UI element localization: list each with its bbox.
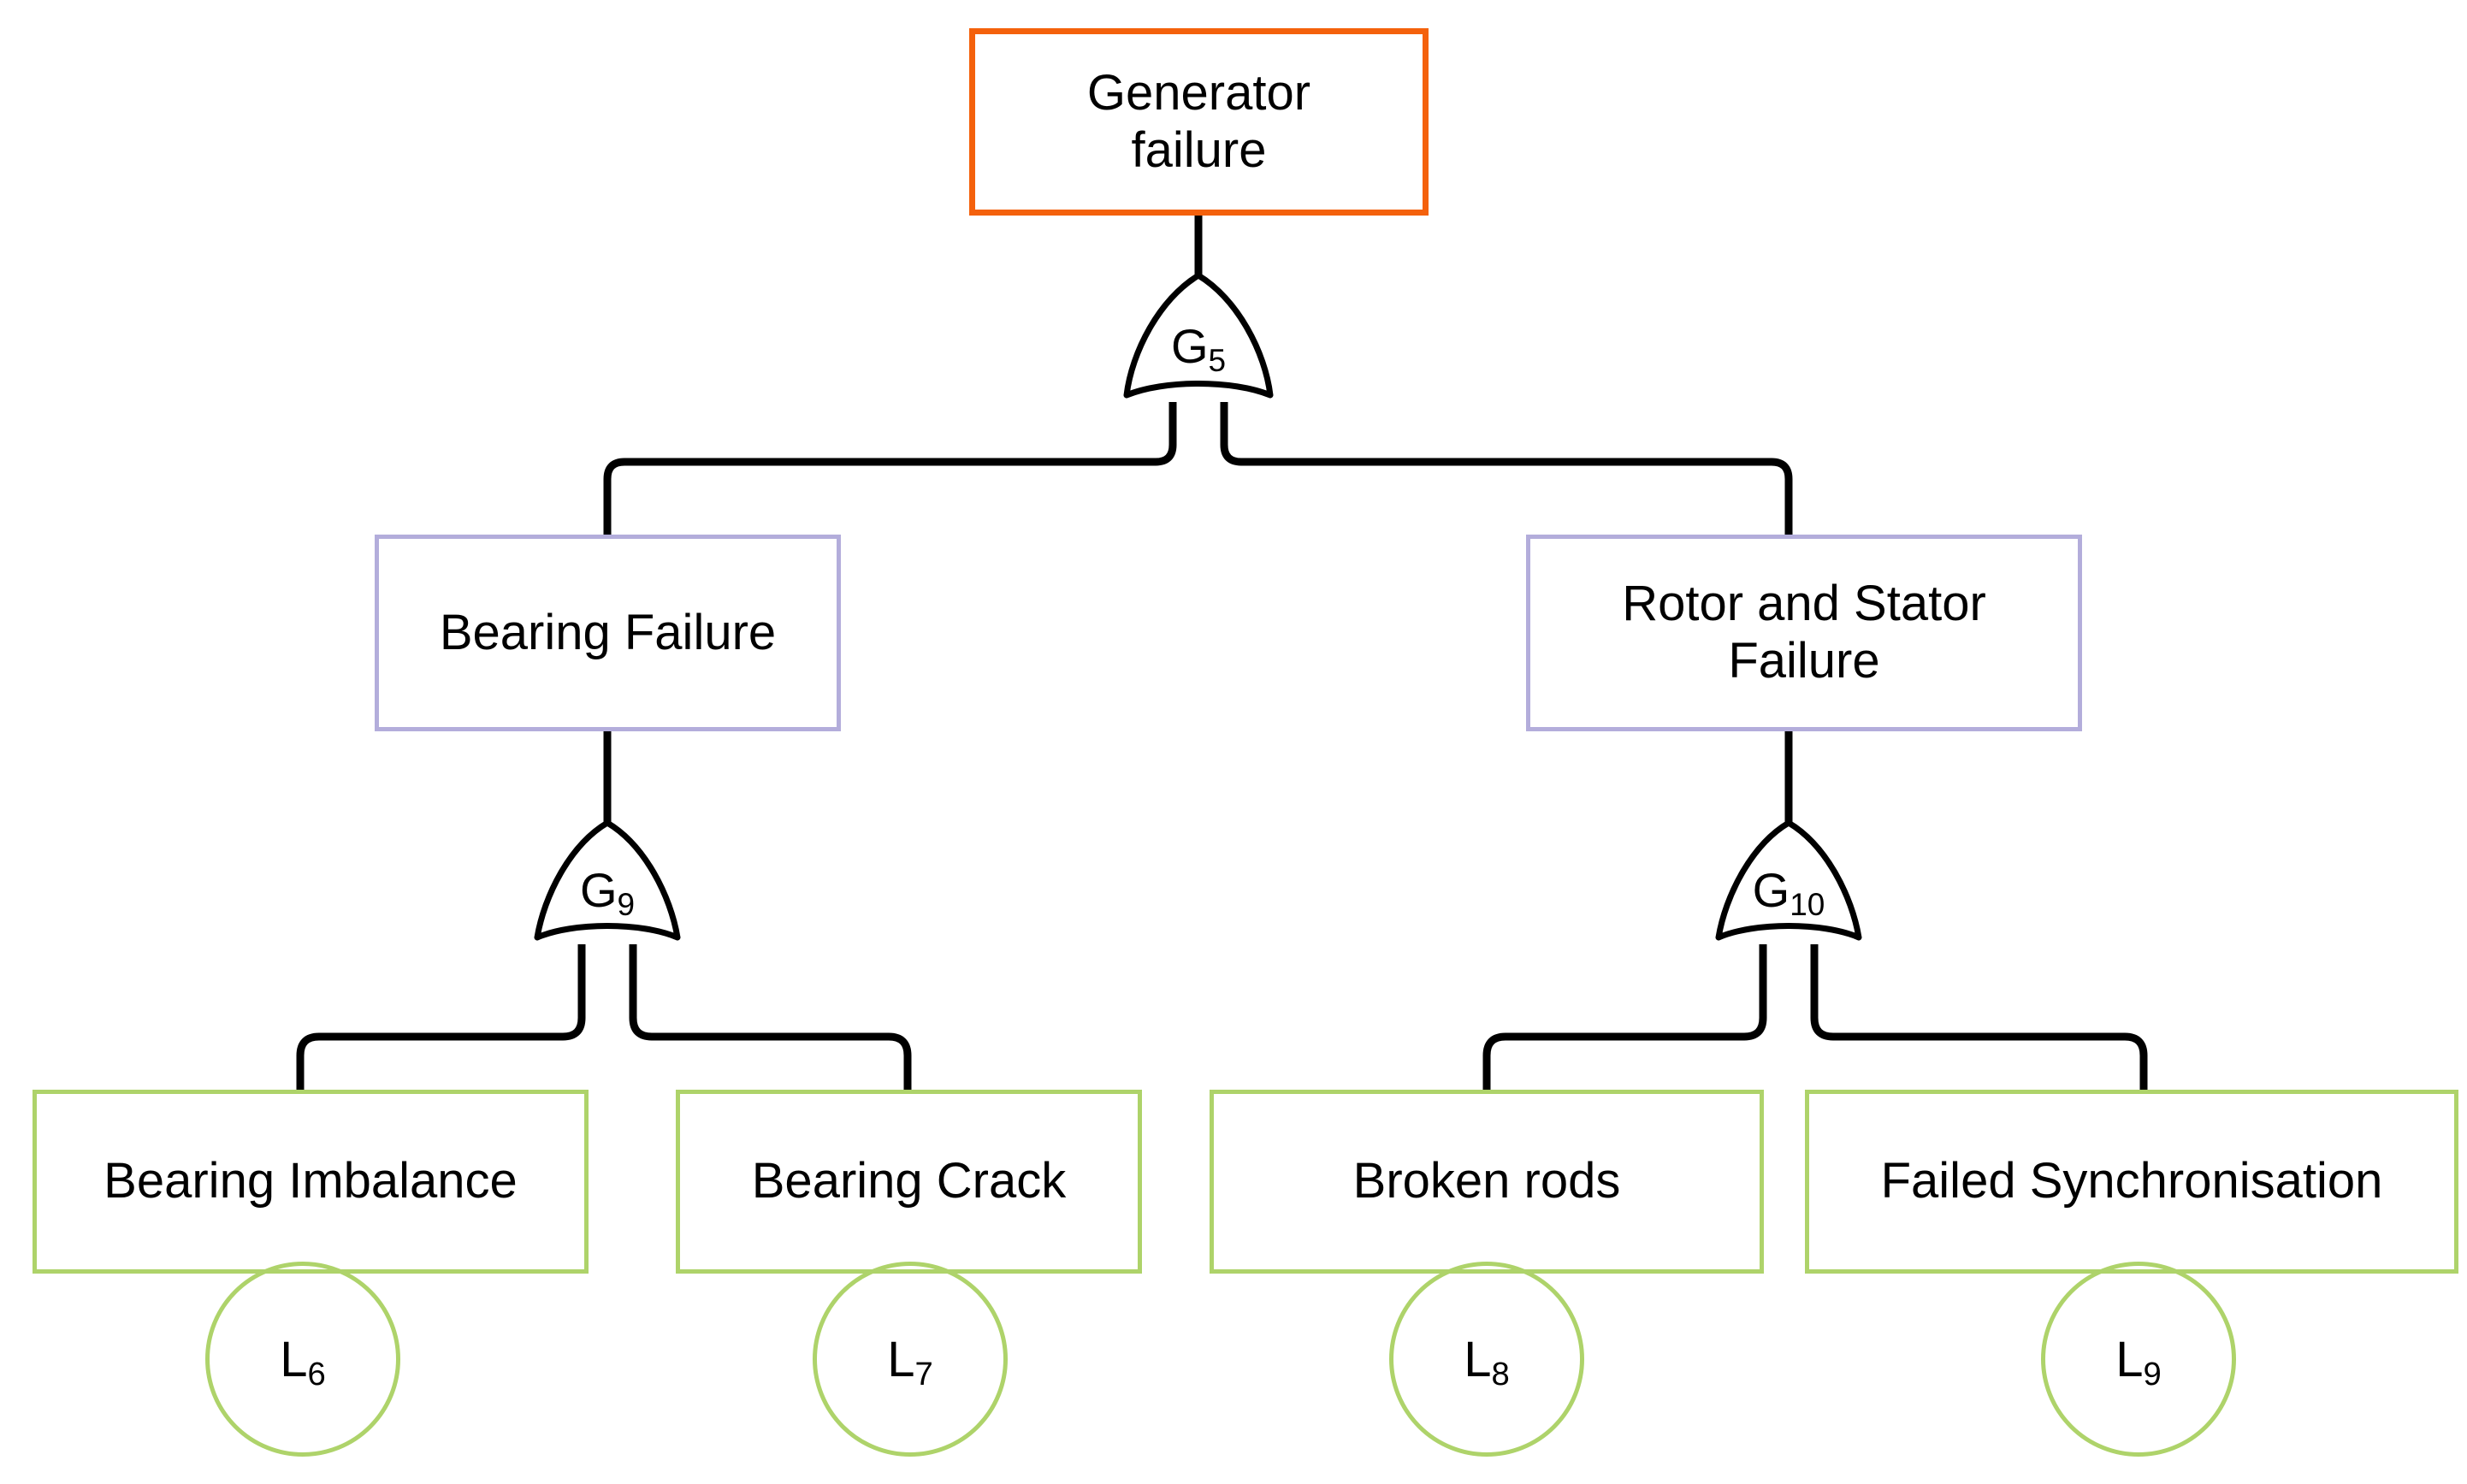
or-gate-g10-label: G10 xyxy=(1713,862,1864,922)
basic-event-label: Broken rods xyxy=(1352,1153,1621,1209)
wire-g10-to-failed-synchronisation xyxy=(1810,944,2148,1090)
basic-event-box-broken-rods[interactable]: Broken rods xyxy=(1210,1090,1764,1274)
or-gate-g5[interactable]: G5 xyxy=(1121,270,1275,407)
or-gate-g9-label: G9 xyxy=(532,862,683,922)
gate-index-g9: 9 xyxy=(617,887,636,923)
basic-event-circle-l9[interactable]: L9 xyxy=(2041,1262,2236,1457)
basic-event-label: Bearing Crack xyxy=(751,1153,1067,1209)
intermediate-label-line1: Rotor and Stator xyxy=(1622,576,1986,632)
wire-g10-to-broken-rods xyxy=(1482,944,1767,1090)
top-event-label-line2: failure xyxy=(1131,121,1267,178)
gate-index-g10: 10 xyxy=(1790,887,1825,923)
basic-event-box-bearing-crack[interactable]: Bearing Crack xyxy=(676,1090,1142,1274)
basic-event-circle-l7[interactable]: L7 xyxy=(813,1262,1008,1457)
basic-event-code-l6: L6 xyxy=(280,1331,326,1393)
gate-letter-g9: G xyxy=(579,863,618,917)
wire-g5-to-rotor-stator-failure xyxy=(1220,402,1793,535)
gate-index-g5: 5 xyxy=(1208,343,1227,379)
intermediate-box-rotor-and-stator-failure[interactable]: Rotor and Stator Failure xyxy=(1526,535,2082,731)
basic-event-circle-l8[interactable]: L8 xyxy=(1389,1262,1584,1457)
top-event-box-generator-failure[interactable]: Generator failure xyxy=(969,28,1429,216)
basic-event-label: Bearing Imbalance xyxy=(104,1153,518,1209)
gate-letter-g5: G xyxy=(1170,319,1209,373)
or-gate-g10[interactable]: G10 xyxy=(1713,818,1864,948)
top-event-label-line1: Generator xyxy=(1086,64,1311,121)
basic-event-code-l9: L9 xyxy=(2115,1331,2162,1393)
basic-event-code-l7: L7 xyxy=(887,1331,933,1393)
wire-g9-to-bearing-crack xyxy=(629,944,912,1090)
intermediate-box-bearing-failure[interactable]: Bearing Failure xyxy=(375,535,841,731)
basic-event-box-bearing-imbalance[interactable]: Bearing Imbalance xyxy=(33,1090,589,1274)
wire-g5-to-bearing-failure xyxy=(603,402,1177,535)
or-gate-g9[interactable]: G9 xyxy=(532,818,683,948)
intermediate-label-line2: Failure xyxy=(1728,633,1880,689)
intermediate-label-line1: Bearing Failure xyxy=(439,604,777,660)
basic-event-box-failed-synchronisation[interactable]: Failed Synchronisation xyxy=(1805,1090,2458,1274)
basic-event-label: Failed Synchronisation xyxy=(1880,1153,2383,1209)
wire-g9-to-bearing-imbalance xyxy=(296,944,586,1090)
basic-event-code-l8: L8 xyxy=(1464,1331,1510,1393)
gate-letter-g10: G xyxy=(1752,863,1790,917)
basic-event-circle-l6[interactable]: L6 xyxy=(205,1262,400,1457)
or-gate-g5-label: G5 xyxy=(1121,318,1275,378)
